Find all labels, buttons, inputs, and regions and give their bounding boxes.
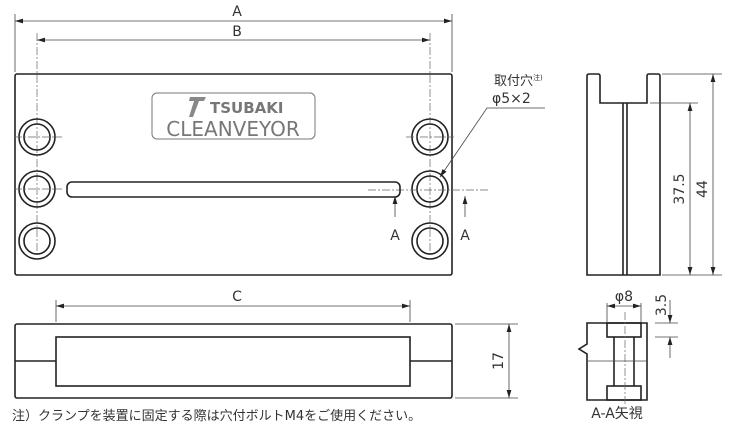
front-view: C 17 <box>14 289 518 399</box>
top-view: A B TSUBAKI CLEANVEYOR A A 取付穴注) φ5×2 <box>14 4 545 276</box>
section-view: φ8 3.5 A-A矢視 <box>577 289 678 422</box>
dim-37-5: 37.5 <box>672 173 688 204</box>
section-marker: A <box>390 228 400 244</box>
side-view: 37.5 44 <box>586 73 722 276</box>
svg-text:CLEANVEYOR: CLEANVEYOR <box>166 117 300 141</box>
section-label: A-A矢視 <box>591 406 643 422</box>
dim-44: 44 <box>695 180 711 198</box>
footnote: 注）クランプを装置に固定する際は穴付ボルトM4をご使用ください。 <box>12 408 421 424</box>
logo-plate: TSUBAKI CLEANVEYOR <box>151 92 316 141</box>
slot <box>66 181 401 198</box>
dim-17: 17 <box>491 352 507 370</box>
dim-dia-8: φ8 <box>615 289 633 305</box>
hole-leader <box>439 107 545 178</box>
hole-callout-2: φ5×2 <box>492 91 531 107</box>
dim-c-label: C <box>232 289 242 305</box>
hole-callout-1: 取付穴注) <box>494 73 543 89</box>
dim-b-label: B <box>232 24 242 40</box>
dim-a-label: A <box>232 4 242 20</box>
dim-3-5: 3.5 <box>654 294 670 316</box>
svg-text:TSUBAKI: TSUBAKI <box>210 99 283 117</box>
section-marker: A <box>460 228 470 244</box>
tsubaki-logo-icon <box>189 97 206 117</box>
